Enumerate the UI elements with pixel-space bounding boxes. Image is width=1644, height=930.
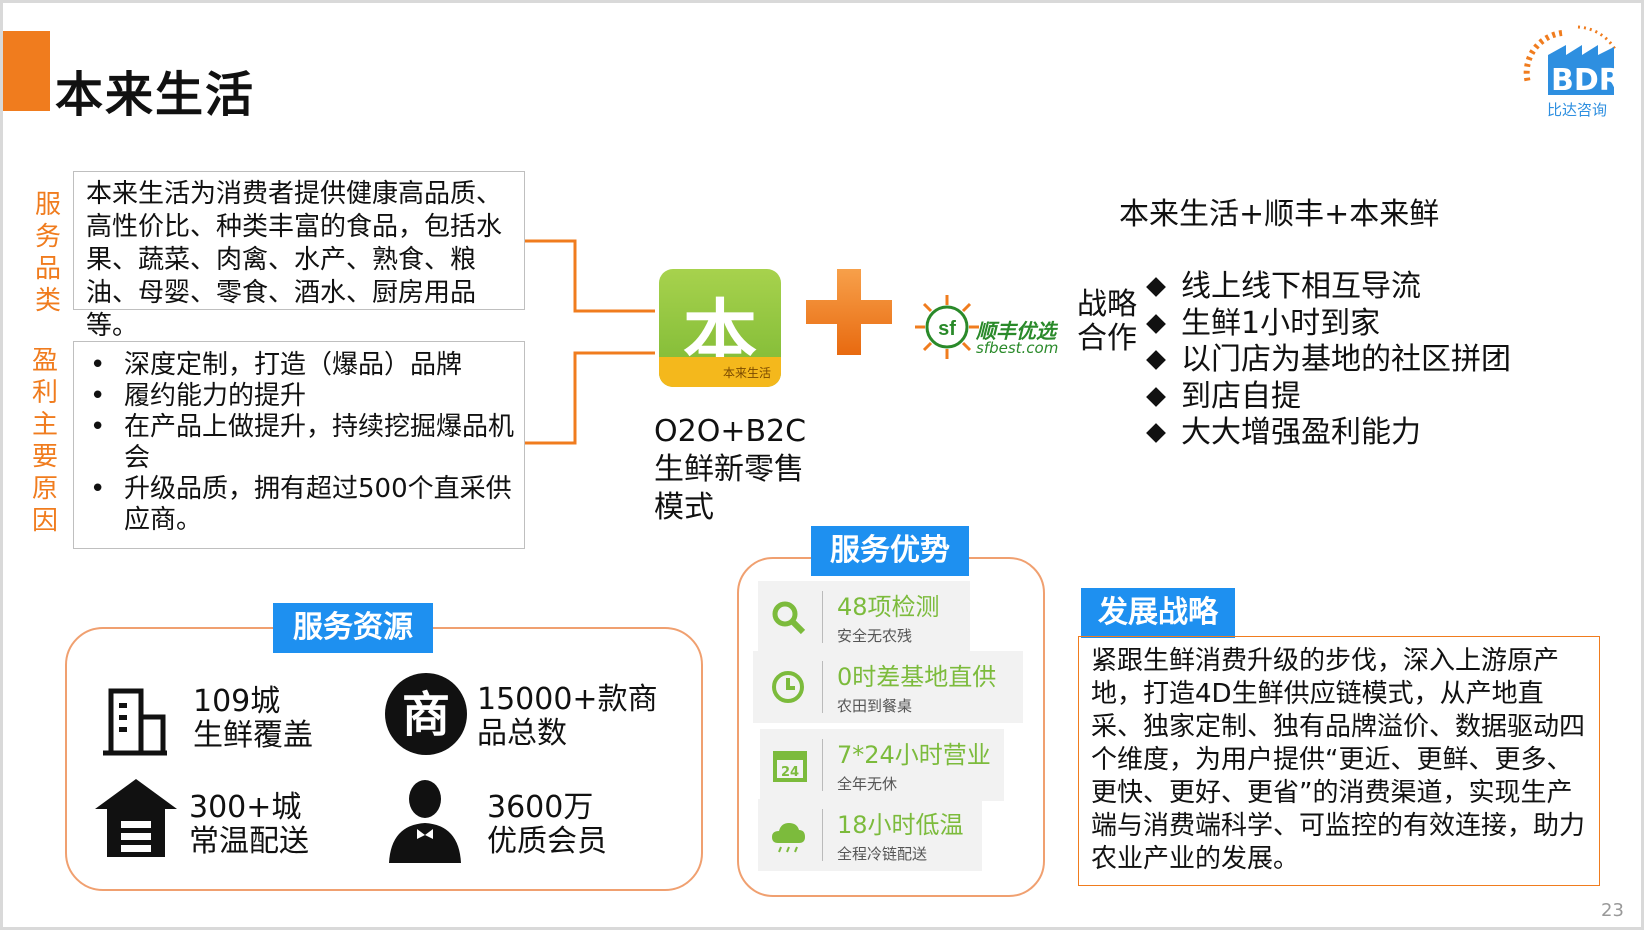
advantage-card: 48项检测 安全无农残: [758, 581, 970, 653]
advantage-subtitle: 农田到餐桌: [837, 697, 913, 715]
building-icon: [103, 688, 167, 756]
strategy-label-line-1: 战略: [1077, 287, 1137, 322]
sf-sun-logo-icon: sf: [915, 295, 979, 359]
development-tag: 发展战略: [1081, 588, 1235, 638]
logo-text: BDR: [1551, 63, 1622, 98]
shop-icon: 商: [385, 673, 467, 755]
plus-icon: [806, 269, 892, 355]
advantage-subtitle: 全年无休: [837, 775, 898, 793]
title-accent-bar: [3, 31, 50, 111]
warehouse-icon: [95, 779, 177, 857]
resource-item-delivery: 300+城 常温配送: [189, 791, 309, 859]
profit-reason-item: 深度定制，打造（爆品）品牌: [86, 350, 514, 381]
service-category-box: 本来生活为消费者提供健康高品质、高性价比、种类丰富的食品，包括水果、蔬菜、肉禽、…: [73, 171, 525, 341]
development-box: 紧跟生鲜消费升级的步伐，深入上游原产地，打造4D生鲜供应链模式，从产地直采、独家…: [1078, 636, 1600, 886]
profit-reason-item: 升级品质，拥有超过500个直采供应商。: [86, 474, 514, 536]
partner-point: 以门店为基地的社区拼团: [1145, 342, 1511, 379]
connector-bottom: [525, 351, 655, 445]
advantage-title: 18小时低温: [837, 811, 964, 839]
calendar-icon: 24: [773, 751, 807, 782]
resource-item-members: 3600万 优质会员: [487, 791, 607, 859]
clock-icon: [772, 671, 804, 703]
model-text: O2O+B2C 生鲜新零售 模式: [654, 413, 806, 527]
strategy-label: 战略 合作: [1077, 288, 1137, 356]
profit-reasons-list: 深度定制，打造（爆品）品牌 履约能力的提升 在产品上做提升，持续挖掘爆品机会 升…: [74, 342, 524, 536]
svg-text:sf: sf: [938, 318, 956, 340]
partner-point: 到店自提: [1145, 379, 1511, 416]
development-text: 紧跟生鲜消费升级的步伐，深入上游原产地，打造4D生鲜供应链模式，从产地直采、独家…: [1091, 646, 1586, 874]
page-title: 本来生活: [55, 67, 256, 123]
partner-point: 生鲜1小时到家: [1145, 306, 1511, 343]
advantage-subtitle: 安全无农残: [837, 627, 913, 645]
advantage-title: 7*24小时营业: [837, 741, 991, 769]
advantage-card: 18小时低温 全程冷链配送: [758, 799, 982, 871]
resource-line-2: 常温配送: [189, 824, 309, 859]
benlai-app-icon: 本 本来生活: [659, 269, 781, 387]
connector-lines: [525, 239, 655, 445]
calendar-icon-text: 24: [781, 765, 799, 780]
profit-reasons-label: 盈利主要原因: [31, 346, 58, 536]
bdr-logo: [1523, 25, 1618, 95]
resource-line-2: 优质会员: [487, 824, 607, 859]
advantage-subtitle: 全程冷链配送: [837, 845, 928, 863]
resource-line-1: 3600万: [487, 790, 594, 825]
logo-subtitle: 比达咨询: [1547, 101, 1608, 119]
partner-point: 线上线下相互导流: [1145, 269, 1511, 306]
advantage-title: 48项检测: [837, 593, 940, 621]
resource-line-2: 品总数: [477, 716, 567, 751]
service-category-text: 本来生活为消费者提供健康高品质、高性价比、种类丰富的食品，包括水果、蔬菜、肉禽、…: [86, 179, 503, 341]
resource-item-products: 15000+款商 品总数: [477, 683, 658, 751]
advantage-separator: [822, 809, 823, 861]
strategy-label-line-2: 合作: [1077, 321, 1137, 356]
advantage-separator: [822, 661, 823, 713]
resource-line-2: 生鲜覆盖: [193, 718, 313, 753]
sf-logo-url: sfbest.com: [976, 339, 1059, 357]
model-line-2: 生鲜新零售: [654, 452, 804, 487]
profit-reason-item: 履约能力的提升: [86, 381, 514, 412]
app-icon-orange-band: [659, 357, 781, 387]
model-line-3: 模式: [654, 490, 714, 525]
resource-line-1: 300+城: [189, 790, 302, 825]
logo-factory-icon: [1548, 45, 1614, 95]
resource-item-cities: 109城 生鲜覆盖: [193, 685, 313, 753]
partner-point: 大大增强盈利能力: [1145, 415, 1511, 452]
shop-icon-char: 商: [402, 687, 450, 743]
advantage-card: 0时差基地直供 农田到餐桌: [753, 651, 1023, 723]
advantage-separator: [822, 739, 823, 791]
partner-points-list: 线上线下相互导流 生鲜1小时到家 以门店为基地的社区拼团 到店自提 大大增强盈利…: [1145, 269, 1511, 452]
app-icon-subtext: 本来生活: [722, 366, 771, 380]
service-category-label: 服务品类: [34, 190, 61, 316]
connector-top: [525, 239, 655, 313]
resource-line-1: 109城: [193, 684, 281, 719]
advantage-card: 24 7*24小时营业 全年无休: [760, 729, 1004, 801]
service-resources-tag: 服务资源: [273, 603, 433, 653]
advantage-separator: [822, 591, 823, 643]
advantage-title: 0时差基地直供: [837, 663, 997, 691]
cloud-icon: [772, 823, 805, 853]
model-line-1: O2O+B2C: [654, 414, 807, 449]
search-icon: [772, 601, 806, 635]
member-icon: [389, 780, 461, 863]
sf-logo-name: 顺丰优选: [976, 319, 1056, 343]
resource-line-1: 15000+款商: [477, 682, 658, 717]
service-advantages-tag: 服务优势: [811, 526, 969, 576]
page-number: 23: [1601, 900, 1624, 921]
profit-reasons-box: 深度定制，打造（爆品）品牌 履约能力的提升 在产品上做提升，持续挖掘爆品机会 升…: [73, 341, 525, 549]
partner-title: 本来生活+顺丰+本来鲜: [1119, 197, 1440, 232]
profit-reason-item: 在产品上做提升，持续挖掘爆品机会: [86, 412, 514, 474]
slide: 本来生活 BDR 比达咨询 服务品类 本来生活为消费者提供健康高品质、高性价比、…: [3, 3, 1641, 927]
